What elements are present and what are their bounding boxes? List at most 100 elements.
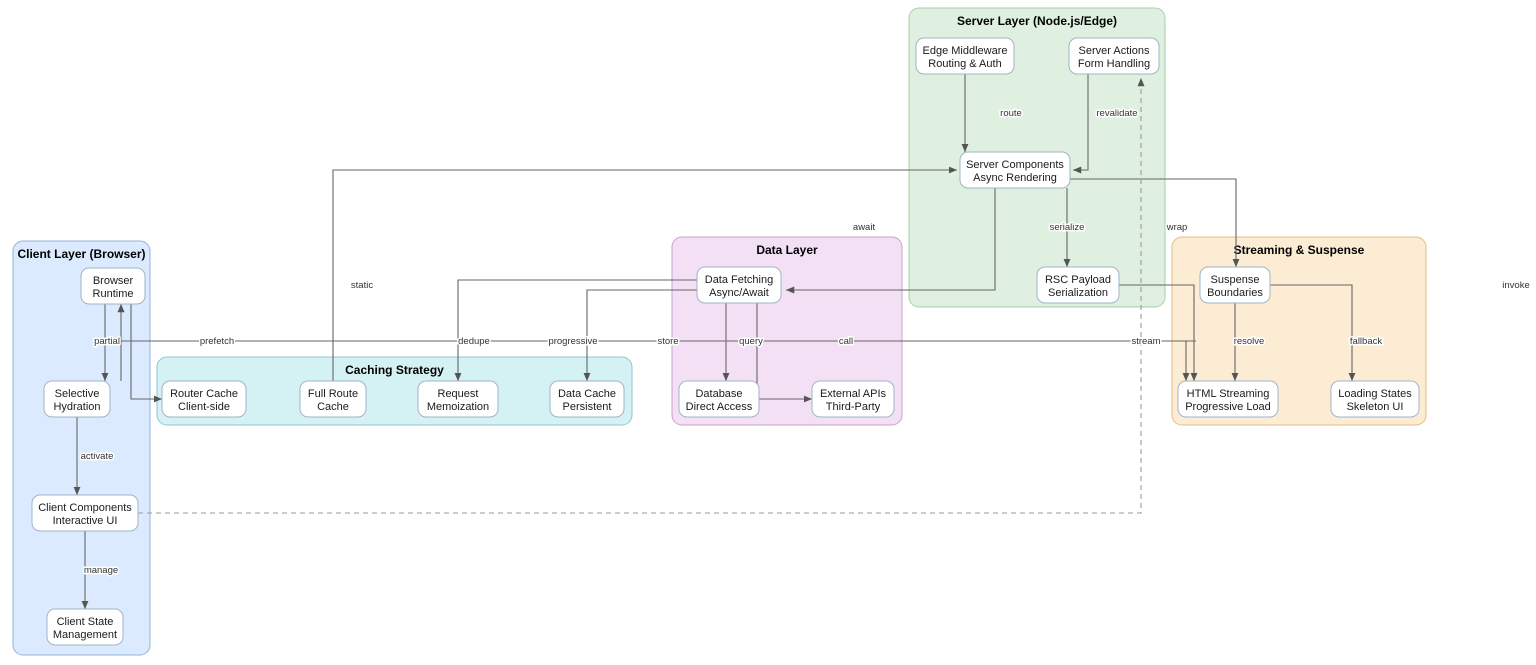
label-e-route-halo: route [1000, 108, 1022, 119]
node-external-apis-line2: Third-Party [826, 401, 881, 413]
node-client-state-rect[interactable] [46, 608, 124, 646]
edge-lines [73, 74, 1356, 610]
label-e-await: await [853, 222, 876, 233]
label-e-store-halo: store [657, 336, 678, 347]
node-data-fetching-rect[interactable] [696, 266, 782, 304]
node-suspense-boundaries-line2: Boundaries [1207, 287, 1263, 299]
label-e-stream-halo: stream [1131, 336, 1160, 347]
label-e-route: route [1000, 108, 1022, 119]
node-database-rect[interactable] [678, 380, 760, 418]
node-full-route-cache-rect[interactable] [299, 380, 367, 418]
label-e-progressive: progressive [548, 336, 597, 347]
node-edge-middleware-line2: Routing & Auth [928, 58, 1001, 70]
label-e-stream: stream [1131, 336, 1160, 347]
label-e-serialize: serialize [1050, 222, 1085, 233]
node-rsc-payload-line2: Serialization [1048, 287, 1108, 299]
node-router-cache-rect[interactable] [161, 380, 247, 418]
node-server-components-line1: Server Components [966, 159, 1064, 171]
node-database-line2: Direct Access [686, 401, 753, 413]
edge-progressive [583, 289, 697, 382]
node-client-components-line1: Client Components [38, 502, 132, 514]
node-server-actions-rect[interactable] [1068, 37, 1160, 75]
node-suspense-boundaries-rect[interactable] [1199, 266, 1271, 304]
node-data-fetching-line2: Async/Await [709, 287, 769, 299]
node-external-apis-rect[interactable] [811, 380, 895, 418]
node-loading-states-rect[interactable] [1330, 380, 1420, 418]
node-selective-hydration-rect[interactable] [43, 380, 111, 418]
node-edge-middleware-rect[interactable] [915, 37, 1015, 75]
label-e-wrap-halo: wrap [1166, 222, 1188, 233]
label-e-revalidate: revalidate [1096, 108, 1137, 119]
node-client-components-rect[interactable] [31, 494, 139, 532]
node-external-apis-line1: External APIs [820, 388, 887, 400]
node-html-streaming-line2: Progressive Load [1185, 401, 1271, 413]
node-client-state-line1: Client State [57, 616, 114, 628]
node-data-fetching-line1: Data Fetching [705, 274, 773, 286]
label-e-prefetch: prefetch [200, 336, 234, 347]
node-loading-states-line1: Loading States [1338, 388, 1412, 400]
group-streaming-title: Streaming & Suspense [1234, 243, 1365, 257]
edge-fallback [1270, 284, 1356, 382]
edge-prefetch [130, 304, 163, 403]
label-e-manage-halo: manage [84, 565, 118, 576]
node-router-cache-line1: Router Cache [170, 388, 238, 400]
node-browser-runtime-rect[interactable] [80, 267, 146, 305]
group-containers: Client Layer (Browser)Caching StrategyDa… [12, 7, 1427, 656]
label-e-query-halo: query [739, 336, 763, 347]
node-rsc-payload-rect[interactable] [1036, 266, 1120, 304]
node-full-route-cache-line2: Cache [317, 401, 349, 413]
label-e-dedupe-halo: dedupe [458, 336, 490, 347]
node-data-cache-rect[interactable] [549, 380, 625, 418]
label-e-call-halo: call [839, 336, 853, 347]
label-e-manage: manage [84, 565, 118, 576]
label-e-invoke: invoke [1502, 280, 1529, 291]
group-server-title: Server Layer (Node.js/Edge) [957, 14, 1117, 28]
group-client-title: Client Layer (Browser) [17, 247, 145, 261]
node-suspense-boundaries-line1: Suspense [1211, 274, 1260, 286]
label-e-store: store [657, 336, 678, 347]
label-e-dedupe: dedupe [458, 336, 490, 347]
label-e-resolve: resolve [1234, 336, 1265, 347]
node-browser-runtime-line2: Runtime [93, 288, 134, 300]
label-e-query: query [739, 336, 763, 347]
group-caching-rect [156, 356, 633, 426]
label-e-activate: activate [81, 451, 114, 462]
label-e-static: static [351, 280, 373, 291]
label-e-fallback-halo: fallback [1350, 336, 1382, 347]
node-selective-hydration-line1: Selective [55, 388, 100, 400]
node-client-state-line2: Management [53, 629, 117, 641]
edge-stream [1119, 284, 1198, 382]
node-server-components-rect[interactable] [959, 151, 1071, 189]
group-data-title: Data Layer [756, 243, 818, 257]
edge-revalidate [1072, 74, 1089, 174]
edge-await [785, 188, 996, 294]
label-e-call: call [839, 336, 853, 347]
node-edge-middleware-line1: Edge Middleware [923, 45, 1008, 57]
label-e-invoke-halo: invoke [1502, 280, 1529, 291]
node-request-memoization-rect[interactable] [417, 380, 499, 418]
label-e-partial-halo: partial [94, 336, 120, 347]
group-caching-title: Caching Strategy [345, 363, 444, 377]
label-e-partial: partial [94, 336, 120, 347]
node-html-streaming-rect[interactable] [1177, 380, 1279, 418]
node-browser-runtime-line1: Browser [93, 275, 134, 287]
